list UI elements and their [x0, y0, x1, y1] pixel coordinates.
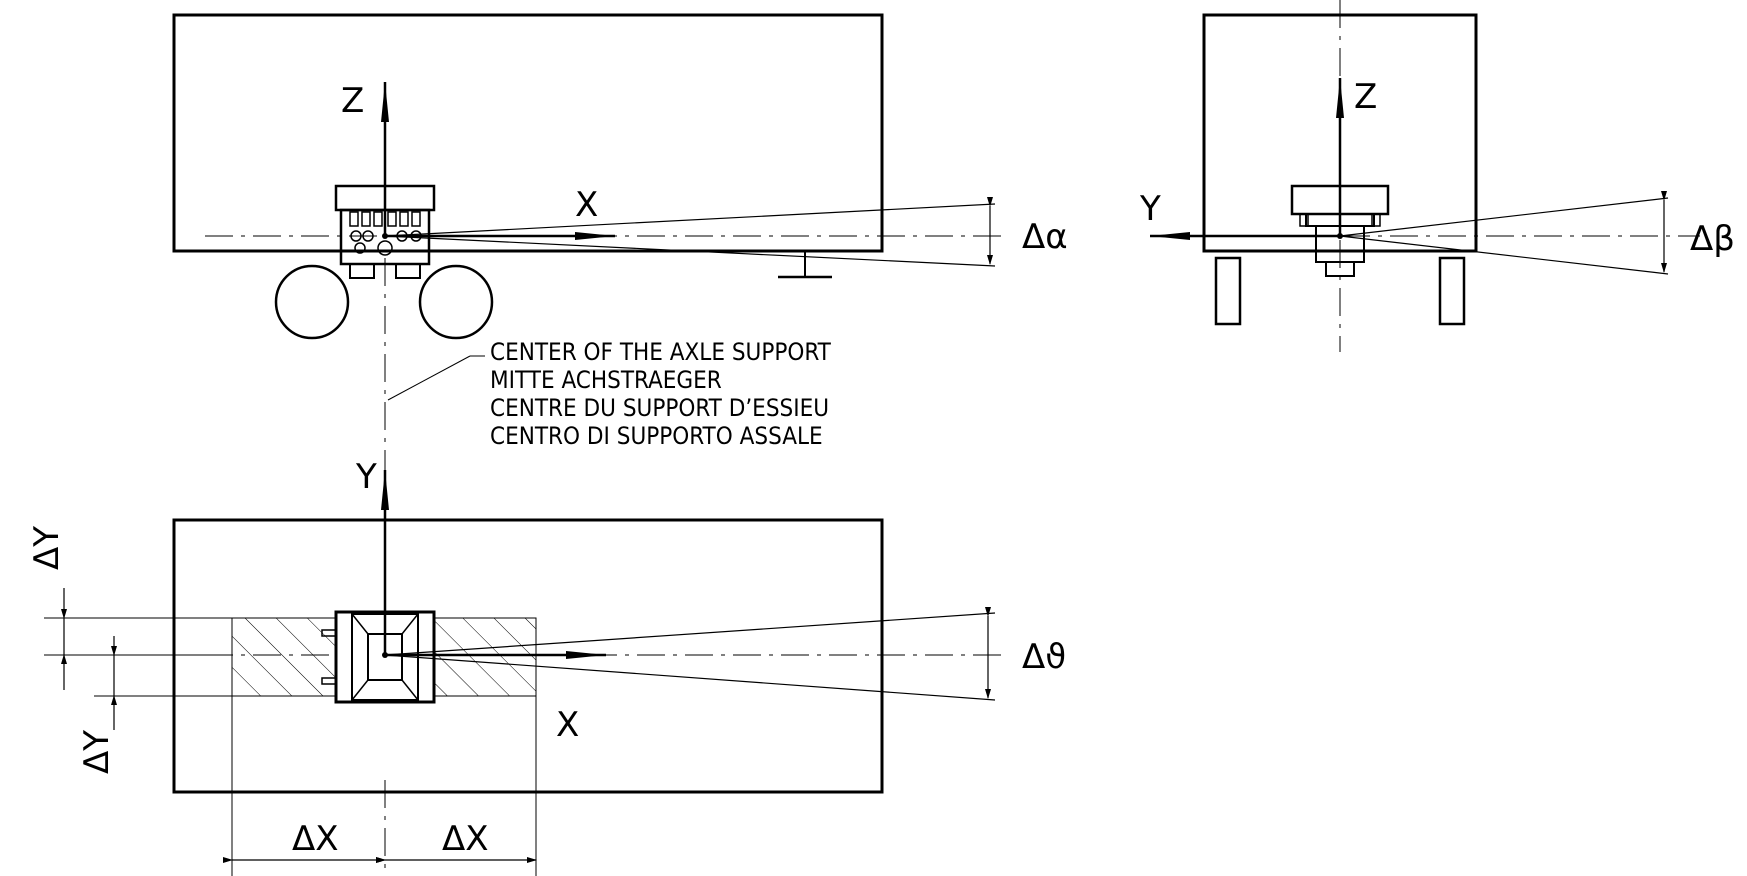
side-angle-line-upper — [384, 203, 996, 237]
side-left-wheel — [274, 264, 350, 340]
end-angle-line-upper — [1339, 197, 1669, 237]
end-right-wheel — [1438, 256, 1466, 326]
top-x-axis-label: X — [556, 705, 579, 745]
side-angle-line-lower — [384, 235, 996, 267]
end-angle-label: Δβ — [1690, 219, 1735, 259]
delta-y-upper-label: ΔY — [27, 526, 67, 570]
delta-x-left-label: ΔX — [292, 819, 339, 859]
top-angle-line-upper — [384, 612, 996, 656]
top-view: ΔY ΔY ΔX ΔX Y X Δϑ — [27, 457, 1066, 876]
side-right-wheel — [418, 264, 494, 340]
end-view: Z Y Δβ — [1139, 0, 1735, 352]
side-x-axis-label: X — [575, 185, 598, 225]
side-view: Z X Δα — [172, 13, 1068, 876]
callout-line-2: MITTE ACHSTRAEGER — [490, 366, 722, 394]
callout-line-4: CENTRO DI SUPPORTO ASSALE — [490, 422, 823, 450]
side-view-body-outline — [172, 13, 884, 253]
callout-line-3: CENTRE DU SUPPORT D’ESSIEU — [490, 394, 829, 422]
axle-support-callout: CENTER OF THE AXLE SUPPORT MITTE ACHSTRA… — [387, 338, 832, 450]
callout-leader-line — [387, 355, 471, 401]
end-z-axis-label: Z — [1354, 77, 1377, 117]
side-z-axis-label: Z — [341, 81, 364, 121]
end-left-wheel — [1214, 256, 1242, 326]
top-angle-line-lower — [384, 654, 996, 701]
delta-x-dimensions — [223, 618, 537, 876]
callout-line-1: CENTER OF THE AXLE SUPPORT — [490, 338, 832, 366]
end-angle-line-lower — [1339, 235, 1669, 275]
delta-y-dimensions — [44, 588, 232, 730]
delta-y-lower-label: ΔY — [77, 730, 117, 774]
top-y-axis-label: Y — [355, 457, 377, 497]
end-y-axis-label: Y — [1139, 189, 1161, 229]
delta-x-right-label: ΔX — [442, 819, 489, 859]
top-view-body-outline — [172, 518, 884, 794]
side-angle-label: Δα — [1022, 217, 1068, 257]
top-angle-label: Δϑ — [1022, 637, 1066, 677]
